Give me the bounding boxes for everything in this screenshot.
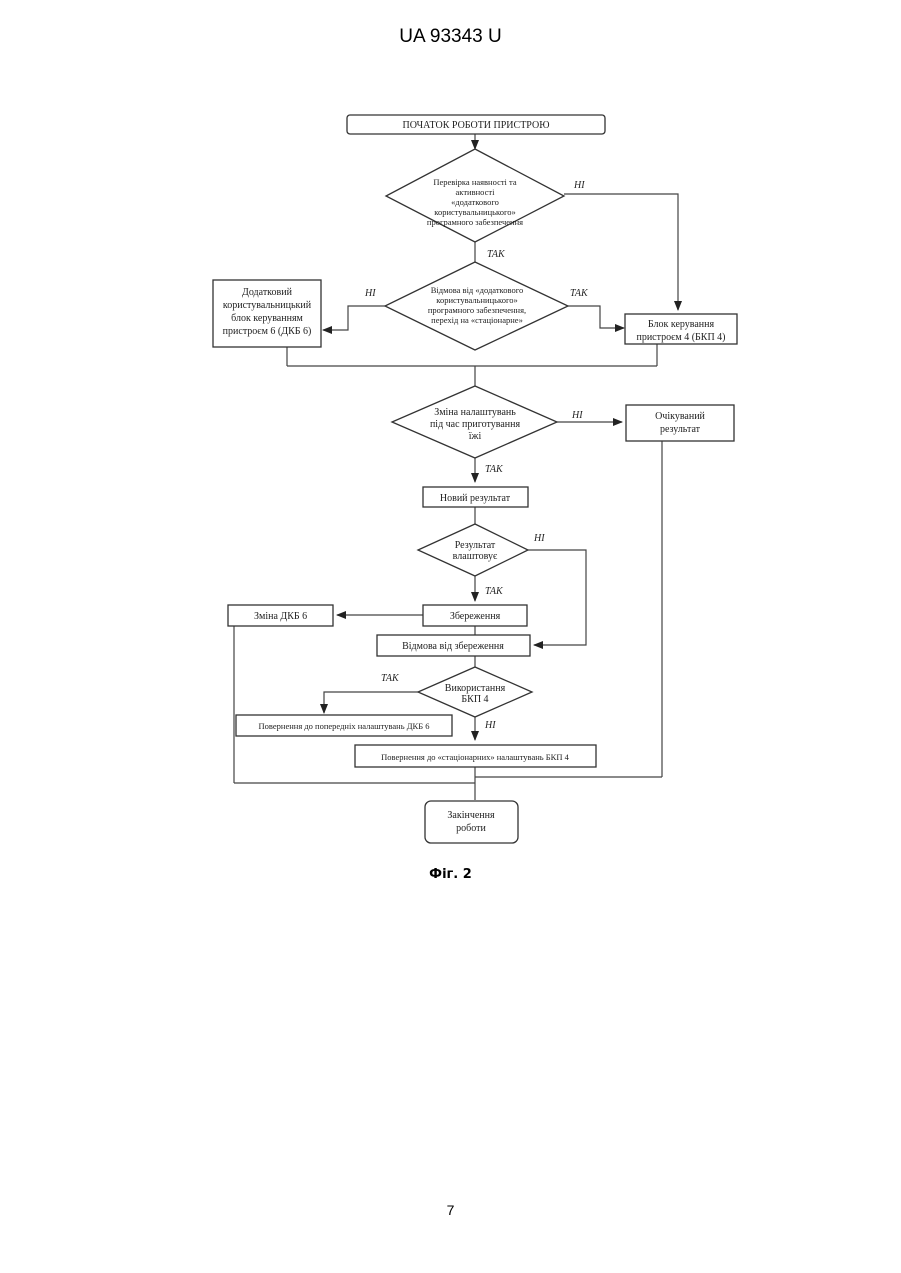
svg-text:влаштовує: влаштовує xyxy=(453,551,498,562)
label-no-5: НІ xyxy=(484,720,496,731)
label-yes-2: ТАК xyxy=(570,288,589,299)
svg-text:програмного забезпечення,: програмного забезпечення, xyxy=(428,305,526,315)
svg-text:Зміна налаштувань: Зміна налаштувань xyxy=(434,407,516,418)
svg-text:пристроєм 4 (БКП 4): пристроєм 4 (БКП 4) xyxy=(636,332,725,343)
page-number: 7 xyxy=(0,1202,901,1218)
start-label: ПОЧАТОК РОБОТИ ПРИСТРОЮ xyxy=(402,120,549,131)
svg-text:Повернення до попередніх налаш: Повернення до попередніх налаштувань ДКБ… xyxy=(259,721,430,731)
refuse-save-box: Відмова від збереження xyxy=(377,635,530,656)
extra-control-block: Додатковий користувальницький блок керув… xyxy=(213,280,321,347)
new-result-box: Новий результат xyxy=(423,487,528,507)
svg-text:Результат: Результат xyxy=(455,540,496,551)
svg-text:Відмова від збереження: Відмова від збереження xyxy=(402,641,504,652)
svg-text:пристроєм 6 (ДКБ 6): пристроєм 6 (ДКБ 6) xyxy=(223,326,312,337)
return-stationary-box: Повернення до «стаціонарних» налаштувань… xyxy=(355,745,596,767)
svg-text:користувальницького»: користувальницького» xyxy=(436,295,518,305)
svg-text:Очікуваний: Очікуваний xyxy=(655,411,705,422)
svg-text:Відмова від «додаткового: Відмова від «додаткового xyxy=(431,285,523,295)
decision-result-satisfies: Результат влаштовує xyxy=(418,524,528,576)
svg-text:Блок керування: Блок керування xyxy=(648,319,715,330)
svg-text:їжі: їжі xyxy=(469,431,482,442)
svg-text:«додаткового: «додаткового xyxy=(451,197,499,207)
figure-caption: Фіг. 2 xyxy=(0,867,901,882)
svg-text:Додатковий: Додатковий xyxy=(242,287,293,298)
svg-text:Збереження: Збереження xyxy=(450,611,501,622)
decision-settings-change: Зміна налаштувань під час приготування ї… xyxy=(392,386,557,458)
svg-text:користувальницький: користувальницький xyxy=(223,300,312,311)
svg-text:блок керуванням: блок керуванням xyxy=(231,313,303,324)
svg-text:Використання: Використання xyxy=(445,683,506,694)
label-yes-5: ТАК xyxy=(381,673,400,684)
svg-text:активності: активності xyxy=(456,187,496,197)
svg-text:Повернення до «стаціонарних» н: Повернення до «стаціонарних» налаштувань… xyxy=(381,752,569,762)
expected-result-box: Очікуваний результат xyxy=(626,405,734,441)
label-no-2: НІ xyxy=(364,288,376,299)
label-no-1: НІ xyxy=(573,180,585,191)
label-yes-4: ТАК xyxy=(485,586,504,597)
label-no-4: НІ xyxy=(533,533,545,544)
svg-text:програмного забезпечення: програмного забезпечення xyxy=(427,217,523,227)
decision-use-bkp: Використання БКП 4 xyxy=(418,667,532,717)
device-control-block: Блок керування пристроєм 4 (БКП 4) xyxy=(625,314,737,344)
svg-text:Перевірка наявності та: Перевірка наявності та xyxy=(433,177,517,187)
decision-check-software: Перевірка наявності та активності «додат… xyxy=(386,149,564,242)
start-node: ПОЧАТОК РОБОТИ ПРИСТРОЮ xyxy=(347,115,605,134)
svg-text:БКП 4: БКП 4 xyxy=(461,694,488,705)
svg-text:Закінчення: Закінчення xyxy=(447,810,495,821)
svg-text:користувальницького»: користувальницького» xyxy=(434,207,516,217)
end-node: Закінчення роботи xyxy=(425,801,518,843)
svg-text:результат: результат xyxy=(660,424,701,435)
decision-refuse-software: Відмова від «додаткового користувальниць… xyxy=(385,262,568,350)
save-box: Збереження xyxy=(423,605,527,626)
svg-text:роботи: роботи xyxy=(456,823,486,834)
return-previous-box: Повернення до попередніх налаштувань ДКБ… xyxy=(236,715,452,736)
svg-text:під час приготування: під час приготування xyxy=(430,419,521,430)
label-no-3: НІ xyxy=(571,410,583,421)
label-yes-3: ТАК xyxy=(485,464,504,475)
change-dkb-box: Зміна ДКБ 6 xyxy=(228,605,333,626)
svg-text:Новий результат: Новий результат xyxy=(440,493,511,504)
svg-text:перехід на «стаціонарне»: перехід на «стаціонарне» xyxy=(431,315,523,325)
svg-text:Зміна ДКБ 6: Зміна ДКБ 6 xyxy=(254,611,307,622)
label-yes-1: ТАК xyxy=(487,249,506,260)
